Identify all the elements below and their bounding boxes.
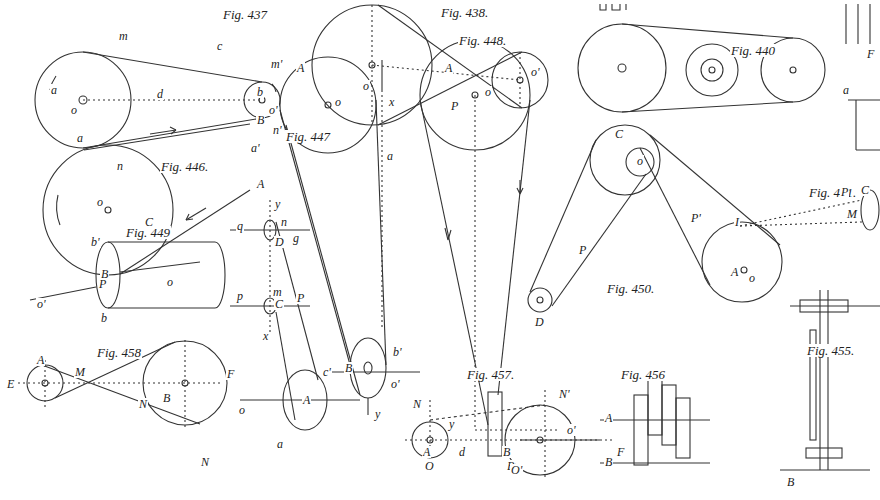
part-letter: o' [530, 66, 541, 78]
part-letter: C [614, 128, 624, 140]
part-letter: n [280, 216, 288, 228]
part-letter: o [636, 155, 644, 167]
part-letter: B [100, 268, 109, 280]
part-letter: A [422, 446, 431, 458]
part-letter: E [6, 378, 15, 390]
part-letter: o' [268, 104, 279, 116]
part-letter: P [450, 100, 459, 112]
part-letter: P [578, 244, 587, 256]
figure-number: Fig. 458 [96, 346, 142, 359]
part-letter: C [860, 184, 870, 196]
part-letter: N [138, 398, 148, 410]
part-letter: F [616, 446, 625, 458]
figure-number: Fig. 446. [160, 160, 209, 173]
part-letter: n [116, 160, 124, 172]
part-letter: P [296, 292, 305, 304]
part-letter: y [448, 418, 455, 430]
part-letter: B [162, 392, 171, 404]
part-letter: D [534, 316, 545, 328]
part-letter: a [386, 150, 394, 162]
part-letter: o [334, 96, 342, 108]
part-letter: O [424, 460, 435, 472]
part-letter: g [292, 232, 300, 244]
part-letter: B [502, 446, 511, 458]
part-letter: A [36, 354, 45, 366]
part-letter: F [226, 368, 235, 380]
part-letter: b [100, 312, 108, 324]
part-letter: o [166, 276, 174, 288]
part-letter: A [302, 394, 311, 406]
part-letter: q [236, 220, 244, 232]
figure-number: Fig. 440 [730, 44, 776, 57]
figure-number: Fig. 449 [125, 226, 171, 239]
part-letter: y [374, 408, 381, 420]
part-letter: o [362, 80, 370, 92]
figure-number: Fig. 456 [620, 368, 666, 381]
part-letter: A [730, 266, 739, 278]
part-letter: a [842, 84, 850, 96]
part-letter: C [274, 298, 284, 310]
figure-number: Fig. 455. [806, 344, 855, 357]
part-letter: b' [90, 236, 101, 248]
part-letter: b [256, 86, 264, 98]
part-letter: o [484, 86, 492, 98]
part-letter: A [604, 412, 613, 424]
figure-number: Fig. 450. [606, 282, 655, 295]
part-letter: x [388, 96, 395, 108]
part-letter: a [50, 84, 58, 96]
figure-number: Fig. 457. [466, 368, 515, 381]
part-letter: I [734, 216, 740, 228]
part-letter: P [840, 186, 849, 198]
part-letter: b' [392, 346, 403, 358]
part-letter: B [344, 362, 353, 374]
part-letter: o' [566, 424, 577, 436]
part-letter: A [444, 62, 453, 74]
part-letter: y [274, 198, 281, 210]
part-letter: m [272, 286, 283, 298]
part-letter: d [458, 446, 466, 458]
part-letter: o [70, 104, 78, 116]
figure-number: Fig. 438. [440, 6, 489, 19]
part-letter: p [236, 290, 244, 302]
figure-number: Fig. 448. [458, 34, 507, 47]
part-letter: m' [270, 58, 283, 70]
part-letter: O' [510, 464, 523, 476]
part-letter: c' [322, 366, 332, 378]
part-letter: N [412, 398, 422, 410]
part-letter: N' [558, 388, 571, 400]
part-letter: B [604, 456, 613, 468]
part-letter: D [274, 236, 285, 248]
part-letter: n' [272, 124, 283, 136]
part-letter: c [216, 40, 223, 52]
figure-number: Fig. 447 [285, 130, 331, 143]
part-letter: o [238, 404, 246, 416]
part-letter: o' [36, 298, 47, 310]
part-letter: o [748, 272, 756, 284]
part-letter: P' [690, 212, 702, 224]
part-letter: a' [250, 142, 261, 154]
figure-number: Fig. 451. [808, 186, 857, 199]
part-letter: a [276, 438, 284, 450]
part-letter: B [786, 476, 795, 488]
part-letter: d [156, 88, 164, 100]
part-letter: o' [390, 378, 401, 390]
part-letter: N [200, 456, 210, 468]
part-letter: A [256, 178, 265, 190]
part-letter: x [262, 330, 269, 342]
part-letter: B [256, 114, 265, 126]
part-letter: M [846, 208, 858, 220]
part-letter: m [118, 30, 129, 42]
part-letter: A [296, 62, 305, 74]
part-letter: a [76, 132, 84, 144]
part-letter: o [96, 196, 104, 208]
figure-number: Fig. 437 [222, 8, 268, 21]
part-letter: M [74, 366, 86, 378]
part-letter: F [866, 48, 875, 60]
